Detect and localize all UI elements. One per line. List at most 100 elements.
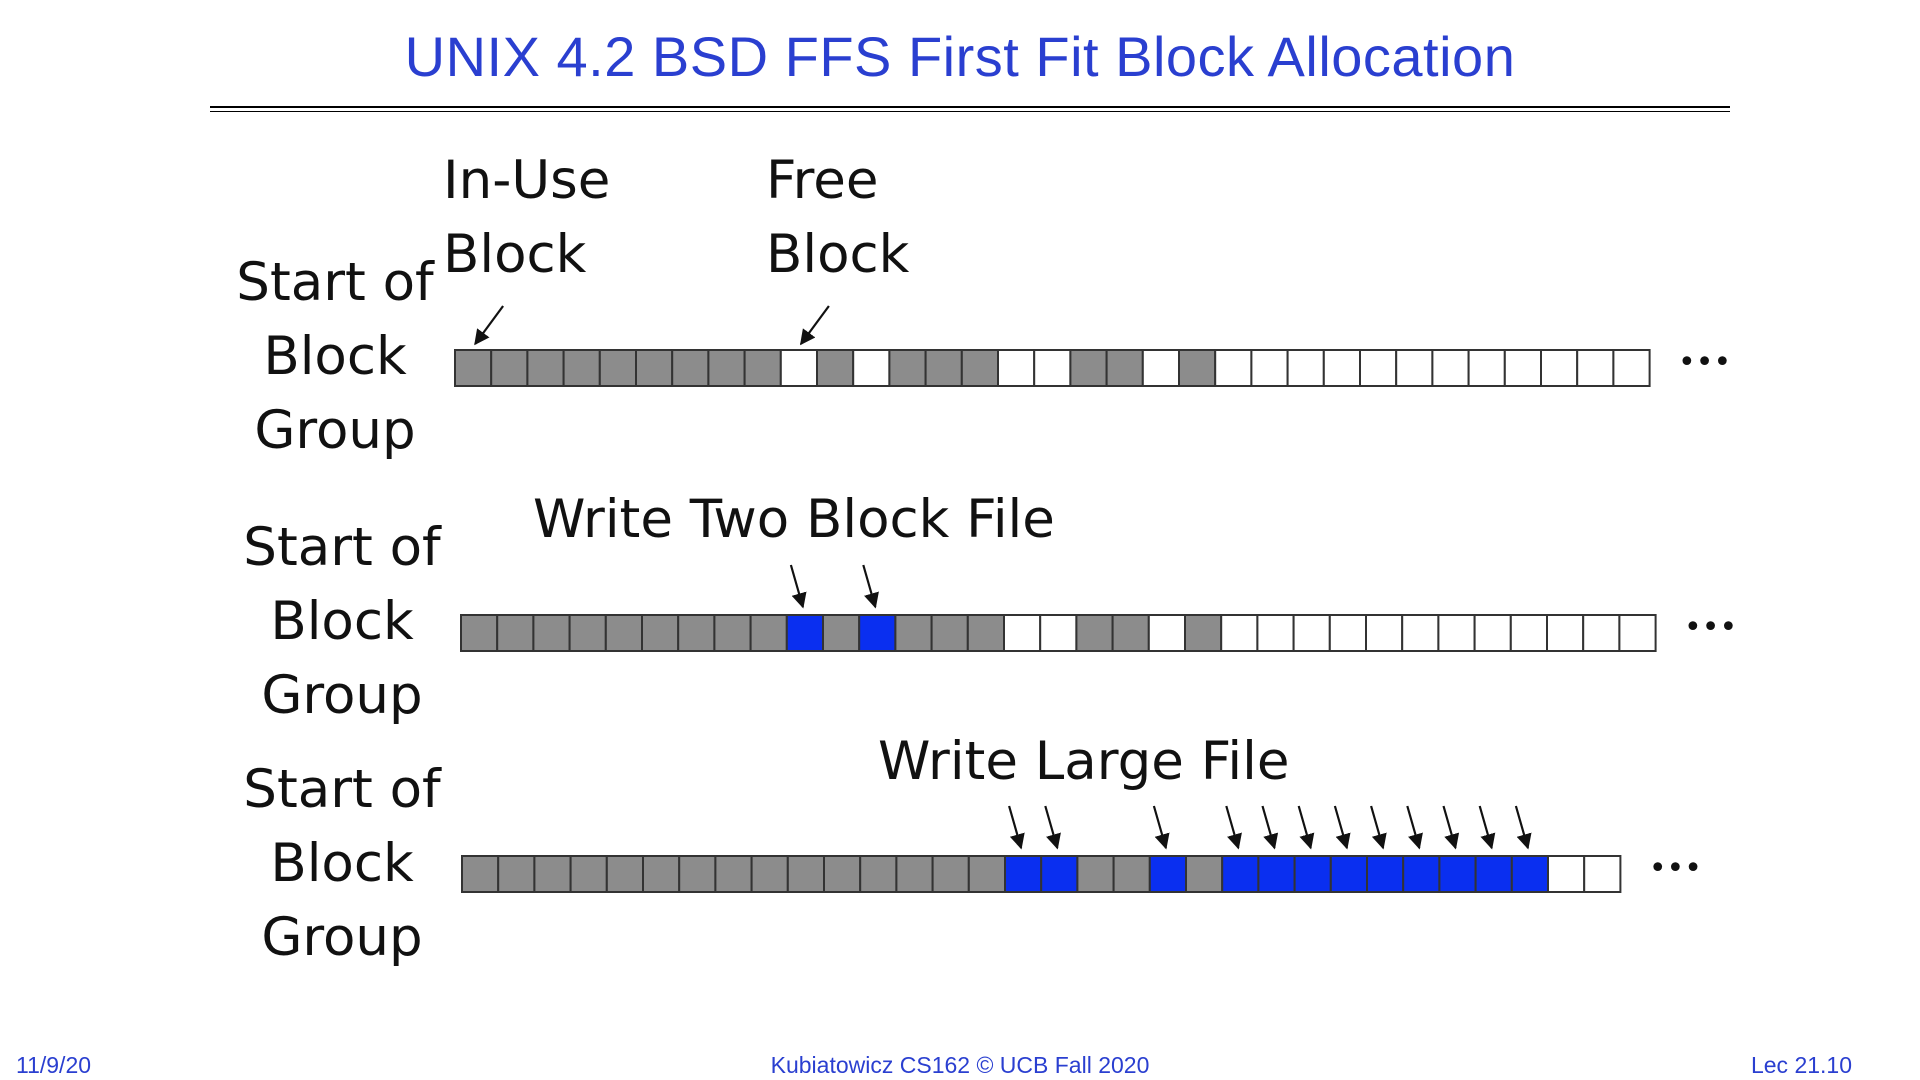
free-block <box>997 349 1036 387</box>
in-use-block <box>454 349 493 387</box>
continuation-ellipsis: ••• <box>1684 610 1737 645</box>
free-block <box>1576 349 1615 387</box>
in-use-block <box>497 855 536 893</box>
free-block <box>1286 349 1325 387</box>
free-block <box>1401 614 1440 652</box>
in-use-block <box>635 349 674 387</box>
in-use-block <box>1184 614 1223 652</box>
free-block <box>1546 614 1585 652</box>
free-block <box>1292 614 1331 652</box>
row-label-line: Group <box>261 665 422 726</box>
footer-lecture-number: Lec 21.10 <box>1750 1052 1852 1078</box>
in-use-block <box>786 855 825 893</box>
write-annotation: Write Two Block File <box>533 489 1055 550</box>
callout-label-line: In-Use <box>443 150 610 211</box>
write-arrow <box>1297 805 1315 850</box>
in-use-block <box>816 349 855 387</box>
in-use-block <box>1111 614 1150 652</box>
callout-arrow <box>474 305 504 346</box>
free-block <box>1612 349 1651 387</box>
free-block <box>1431 349 1470 387</box>
in-use-block <box>1112 855 1151 893</box>
in-use-block <box>460 614 499 652</box>
newly-written-block <box>1329 855 1369 893</box>
free-block <box>1582 614 1621 652</box>
in-use-block <box>678 855 717 893</box>
free-block <box>1437 614 1476 652</box>
in-use-block <box>677 614 716 652</box>
free-block <box>1467 349 1506 387</box>
title-divider <box>210 106 1730 108</box>
write-arrow <box>1152 805 1170 850</box>
in-use-block <box>707 349 746 387</box>
callout-arrow <box>799 305 830 346</box>
newly-written-block <box>1510 855 1550 893</box>
free-block <box>1250 349 1289 387</box>
in-use-block <box>750 855 789 893</box>
free-block <box>1473 614 1512 652</box>
row-label-line: Block <box>270 591 414 652</box>
continuation-ellipsis: ••• <box>1649 851 1702 886</box>
free-block <box>1328 614 1368 652</box>
callout-label-line: Block <box>766 224 910 285</box>
slide-title: UNIX 4.2 BSD FFS First Fit Block Allocat… <box>404 25 1516 88</box>
in-use-block <box>930 614 969 652</box>
in-use-block <box>888 349 927 387</box>
free-block <box>1618 614 1657 652</box>
title-divider-thin <box>210 111 1730 112</box>
free-block <box>1003 614 1042 652</box>
in-use-block <box>604 614 643 652</box>
in-use-block <box>1178 349 1217 387</box>
newly-written-block <box>1221 855 1260 893</box>
in-use-block <box>749 614 788 652</box>
in-use-block <box>533 855 572 893</box>
free-block <box>1547 855 1586 893</box>
free-block <box>1503 349 1543 387</box>
newly-written-block <box>1293 855 1332 893</box>
row-label-line: Group <box>261 907 422 968</box>
in-use-block <box>641 614 680 652</box>
in-use-block <box>823 855 862 893</box>
free-block <box>852 349 891 387</box>
row-label-line: Block <box>263 326 407 387</box>
in-use-block <box>1069 349 1108 387</box>
in-use-block <box>671 349 710 387</box>
in-use-block <box>714 855 753 893</box>
in-use-block <box>1105 349 1144 387</box>
newly-written-block <box>1402 855 1441 893</box>
newly-written-block <box>1438 855 1477 893</box>
in-use-block <box>1076 855 1115 893</box>
write-arrow <box>1406 805 1423 850</box>
in-use-block <box>931 855 970 893</box>
write-arrow <box>1370 805 1387 850</box>
in-use-block <box>960 349 999 387</box>
free-block <box>1220 614 1259 652</box>
row-label-line: Block <box>270 833 414 894</box>
in-use-block <box>1075 614 1114 652</box>
free-block <box>779 349 818 387</box>
free-block <box>1141 349 1181 387</box>
in-use-block <box>966 614 1005 652</box>
in-use-block <box>642 855 681 893</box>
newly-written-block <box>1257 855 1296 893</box>
write-arrow <box>1008 805 1025 850</box>
free-block <box>1147 614 1187 652</box>
in-use-block <box>859 855 898 893</box>
in-use-block <box>605 855 644 893</box>
row-label-line: Start of <box>236 252 435 313</box>
row-label-line: Start of <box>243 759 442 820</box>
free-block <box>1214 349 1253 387</box>
write-arrow <box>862 564 879 609</box>
in-use-block <box>490 349 529 387</box>
in-use-block <box>532 614 571 652</box>
free-block <box>1033 349 1072 387</box>
newly-written-block <box>1040 855 1079 893</box>
in-use-block <box>1185 855 1224 893</box>
free-block <box>1039 614 1078 652</box>
write-annotation: Write Large File <box>878 731 1289 792</box>
in-use-block <box>562 349 601 387</box>
footer-date: 11/9/20 <box>16 1052 92 1078</box>
row-label-line: Start of <box>243 517 442 578</box>
in-use-block <box>526 349 565 387</box>
